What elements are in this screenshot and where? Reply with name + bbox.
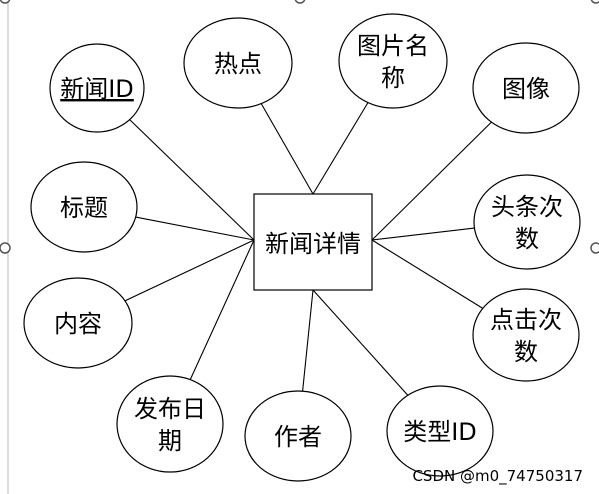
attribute-label-news-id: 新闻ID bbox=[60, 75, 134, 103]
connector-click-count bbox=[371, 239, 484, 309]
attribute-label-publish-date-line-2: 期 bbox=[158, 427, 182, 455]
attribute-ellipse-image bbox=[472, 42, 580, 134]
connector-lines bbox=[124, 102, 492, 396]
attribute-label-image-name-line-1: 图片名 bbox=[357, 32, 429, 60]
attribute-label-click-count-line-2: 数 bbox=[514, 338, 538, 366]
connector-type-id bbox=[312, 289, 409, 396]
attribute-image: 图像 bbox=[472, 42, 580, 134]
attribute-nodes: 新闻ID热点图片名称图像标题头条次数内容点击次数发布日期作者类型ID bbox=[23, 13, 581, 482]
connector-content bbox=[124, 239, 255, 302]
attribute-author: 作者 bbox=[244, 390, 352, 482]
attribute-news-id: 新闻ID bbox=[49, 43, 145, 133]
connector-news-id bbox=[129, 119, 255, 241]
attribute-ellipse-type-id bbox=[386, 385, 494, 477]
attribute-ellipse-hotspot bbox=[183, 17, 293, 109]
attribute-ellipse-content bbox=[23, 277, 133, 369]
resize-handle-top-right[interactable] bbox=[590, 0, 599, 4]
connector-publish-date bbox=[189, 239, 255, 380]
entity-label: 新闻详情 bbox=[265, 230, 361, 258]
entity-news-detail: 新闻详情 bbox=[253, 193, 373, 291]
attribute-label-headline-count-line-1: 头条次 bbox=[491, 193, 563, 221]
attribute-label-image: 图像 bbox=[502, 75, 550, 103]
attribute-type-id: 类型ID bbox=[386, 385, 494, 477]
attribute-label-content: 内容 bbox=[54, 310, 102, 338]
attribute-ellipse-title bbox=[30, 161, 138, 253]
watermark: CSDN @m0_74750317 bbox=[412, 467, 583, 486]
connector-image bbox=[371, 121, 492, 241]
attribute-ellipse-headline-count bbox=[473, 174, 581, 270]
attribute-ellipse-publish-date bbox=[116, 375, 224, 473]
attribute-label-hotspot: 热点 bbox=[214, 50, 262, 78]
attribute-ellipse-news-id bbox=[49, 43, 145, 133]
connector-title bbox=[135, 216, 255, 241]
attribute-hotspot: 热点 bbox=[183, 17, 293, 109]
attribute-ellipse-click-count bbox=[472, 288, 580, 382]
attribute-label-image-name-line-2: 称 bbox=[381, 64, 405, 92]
attribute-ellipse-author bbox=[244, 390, 352, 482]
entity-box bbox=[253, 193, 373, 291]
attribute-label-headline-count-line-2: 数 bbox=[515, 225, 539, 253]
attribute-ellipse-image-name bbox=[338, 13, 448, 109]
connector-hotspot bbox=[260, 103, 314, 195]
resize-handle-top-middle[interactable] bbox=[294, 0, 306, 4]
connector-image-name bbox=[312, 102, 369, 195]
resize-handle-right[interactable] bbox=[590, 242, 599, 254]
resize-handle-left[interactable] bbox=[0, 242, 11, 254]
attribute-title: 标题 bbox=[30, 161, 138, 253]
connector-author bbox=[302, 289, 314, 392]
attribute-label-publish-date-line-1: 发布日 bbox=[134, 395, 206, 423]
connector-headline-count bbox=[371, 227, 475, 241]
attribute-content: 内容 bbox=[23, 277, 133, 369]
attribute-label-title: 标题 bbox=[60, 194, 108, 222]
resize-handle-top-left[interactable] bbox=[0, 0, 11, 4]
attribute-label-author: 作者 bbox=[274, 423, 322, 451]
attribute-label-type-id: 类型ID bbox=[403, 418, 477, 446]
attribute-label-click-count-line-1: 点击次 bbox=[490, 306, 562, 334]
